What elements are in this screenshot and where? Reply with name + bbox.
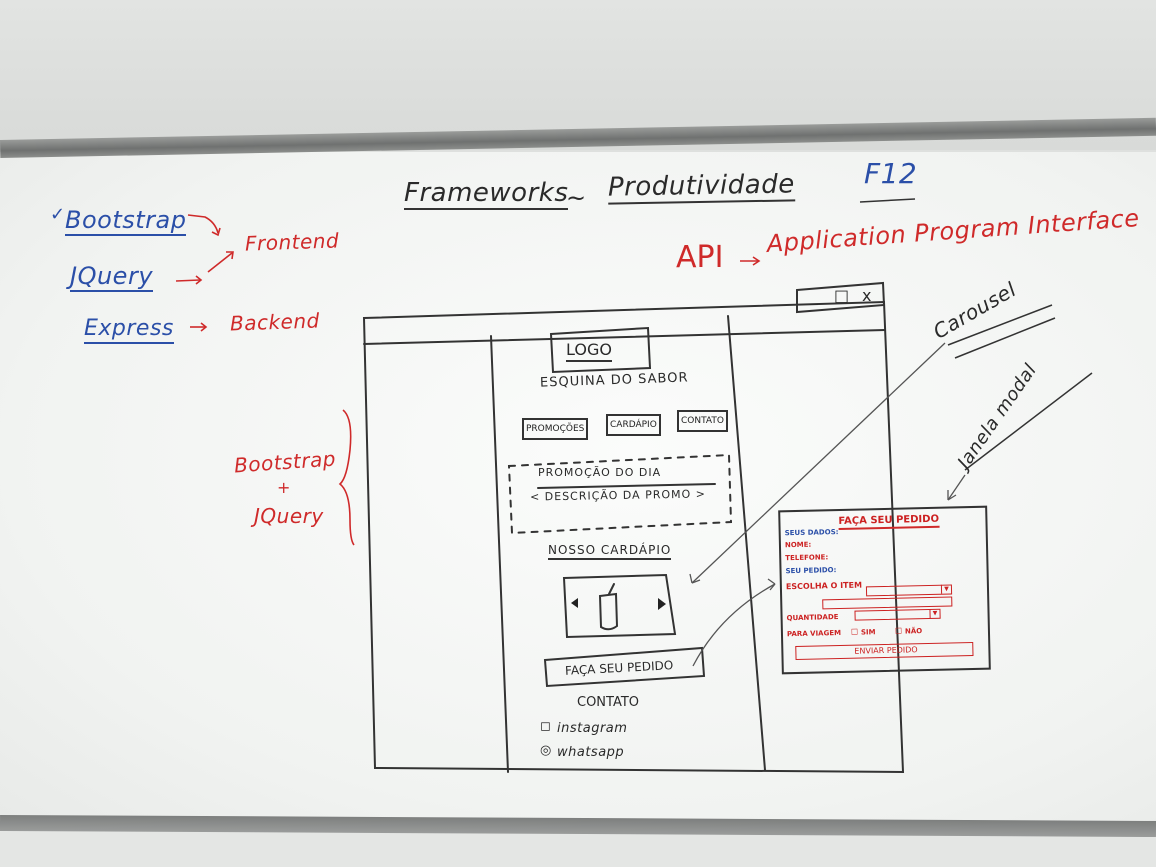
brace-plus-label: + bbox=[277, 478, 291, 497]
backend-label: Backend bbox=[229, 308, 321, 336]
modal-title: FAÇA SEU PEDIDO bbox=[838, 513, 940, 531]
wireframe-nav-contato: CONTATO bbox=[677, 410, 728, 432]
whatsapp-icon: ◎ bbox=[540, 743, 552, 758]
wireframe-menu-title: NOSSO CARDÁPIO bbox=[548, 544, 672, 560]
window-control-minimize: _ bbox=[810, 286, 818, 305]
checkbox-icon: ☐ bbox=[894, 626, 903, 636]
modal-your-data: SEUS DADOS: bbox=[784, 528, 839, 538]
framework-bootstrap: Bootstrap bbox=[65, 206, 187, 236]
wireframe-promo-title: PROMOÇÃO DO DIA bbox=[538, 466, 662, 479]
modal-item-select-2 bbox=[822, 596, 953, 610]
modal-takeaway: PARA VIAGEM bbox=[786, 628, 842, 639]
modal-yes: SIM bbox=[860, 628, 876, 637]
wireframe-contact-whatsapp: whatsapp bbox=[557, 745, 625, 760]
wireframe-nav-promocoes: PROMOÇÕES bbox=[522, 418, 589, 440]
modal-quantity-select: ▼ bbox=[854, 608, 941, 621]
window-control-maximize: □ bbox=[834, 286, 850, 305]
wall-bottom bbox=[0, 832, 1156, 867]
dropdown-icon: ▼ bbox=[929, 608, 940, 618]
dropdown-icon: ▼ bbox=[940, 584, 952, 594]
modal-your-order: SEU PEDIDO: bbox=[785, 566, 837, 576]
board-title: Frameworks bbox=[404, 178, 569, 210]
check-icon: ✓ bbox=[50, 204, 66, 225]
api-label: API bbox=[676, 240, 724, 275]
title-separator: ~ bbox=[566, 184, 587, 212]
framework-express: Express bbox=[84, 318, 174, 344]
brace-top-label: Bootstrap bbox=[233, 446, 337, 478]
wireframe-modal: FAÇA SEU PEDIDO SEUS DADOS: NOME: TELEFO… bbox=[778, 505, 991, 675]
brace-bottom-label: JQuery bbox=[254, 504, 324, 528]
whiteboard bbox=[0, 152, 1156, 820]
instagram-icon: ◻ bbox=[540, 719, 551, 734]
modal-quantity: QUANTIDADE bbox=[786, 613, 839, 623]
modal-item-select: ▼ bbox=[865, 584, 953, 597]
wireframe-contact-instagram: instagram bbox=[557, 721, 628, 736]
modal-name: NOME: bbox=[784, 540, 812, 550]
modal-send-label: ENVIAR PEDIDO bbox=[854, 645, 918, 656]
modal-choose-item: ESCOLHA O ITEM bbox=[785, 580, 863, 592]
framework-jquery: JQuery bbox=[70, 262, 154, 292]
wireframe-contact-title: CONTATO bbox=[577, 695, 640, 710]
wireframe-nav-cardapio: CARDÁPIO bbox=[606, 414, 661, 436]
board-subtitle: Produtividade bbox=[607, 169, 795, 205]
wireframe-promo-desc: < DESCRIÇÃO DA PROMO > bbox=[529, 487, 707, 504]
f12-label: F12 bbox=[864, 157, 918, 190]
modal-send-button: ENVIAR PEDIDO bbox=[795, 642, 974, 661]
frontend-label: Frontend bbox=[244, 228, 340, 256]
window-control-close: x bbox=[862, 286, 872, 305]
wireframe-logo: LOGO bbox=[566, 342, 612, 362]
checkbox-icon: ☐ bbox=[850, 627, 859, 637]
modal-no: NÃO bbox=[904, 627, 923, 636]
modal-phone: TELEFONE: bbox=[785, 553, 829, 563]
